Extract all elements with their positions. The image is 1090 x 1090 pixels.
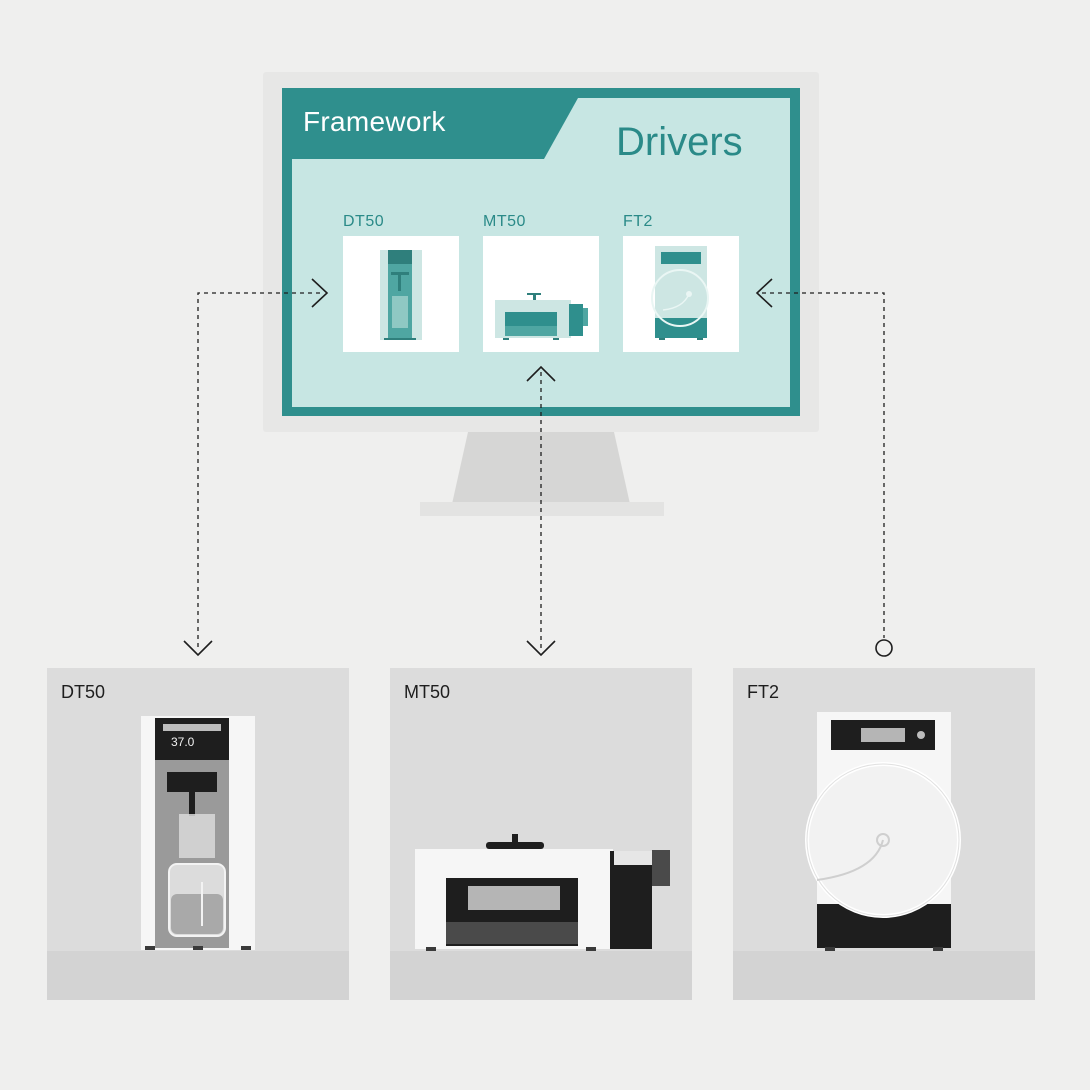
ft2-connector-line <box>762 292 885 638</box>
moisture-analyzer-illustration <box>390 834 692 1000</box>
flow-tester-illustration <box>733 712 1035 1000</box>
dissolution-tester-illustration <box>47 716 349 1000</box>
arrow-down-icon <box>526 640 556 657</box>
dt50-connector-line <box>197 292 320 650</box>
dt50-display-readout: 37.0 <box>171 735 195 749</box>
framework-header-band <box>292 98 578 159</box>
driver-card-label-dt50: DT50 <box>343 213 385 230</box>
arrow-up-icon <box>526 365 556 382</box>
driver-card-dt50[interactable] <box>343 236 459 352</box>
device-label-dt50: DT50 <box>61 682 106 702</box>
connector-node-icon <box>875 639 893 657</box>
driver-card-label-mt50: MT50 <box>483 213 526 230</box>
device-label-mt50: MT50 <box>404 682 451 702</box>
flow-tester-icon <box>651 246 709 340</box>
driver-card-ft2[interactable] <box>623 236 739 352</box>
device-panel-mt50: MT50 <box>390 668 692 1000</box>
arrow-right-icon <box>311 278 329 308</box>
moisture-analyzer-icon <box>495 293 588 340</box>
device-panel-ft2: FT2 <box>733 668 1035 1000</box>
dissolution-tester-icon <box>380 250 422 340</box>
arrow-down-icon <box>183 640 213 657</box>
driver-card-mt50[interactable] <box>483 236 599 352</box>
driver-card-label-ft2: FT2 <box>623 213 653 230</box>
drivers-title: Drivers <box>616 120 743 164</box>
framework-title: Framework <box>303 106 446 137</box>
arrow-left-icon <box>755 278 773 308</box>
device-panel-dt50: DT50 37.0 <box>47 668 349 1000</box>
device-label-ft2: FT2 <box>747 682 780 702</box>
